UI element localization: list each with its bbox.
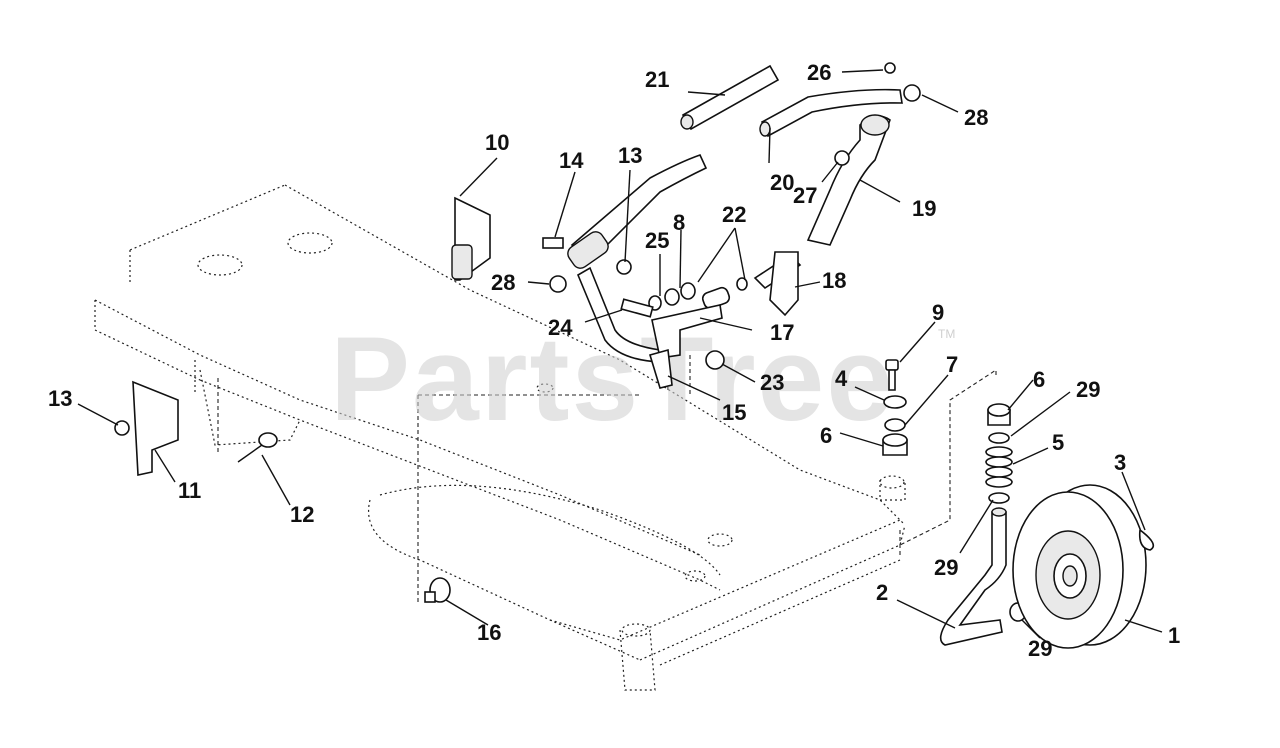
part-29-washer-bottom xyxy=(988,492,1010,504)
callout-28-top: 28 xyxy=(964,105,988,130)
part-11-bracket xyxy=(132,380,179,476)
callout-25: 25 xyxy=(645,228,669,253)
part-14-bolt xyxy=(542,237,564,249)
callout-15: 15 xyxy=(722,400,746,425)
callout-23: 23 xyxy=(760,370,784,395)
callout-17: 17 xyxy=(770,320,794,345)
part-15-plate xyxy=(648,348,673,389)
callout-21: 21 xyxy=(645,67,669,92)
part-10-bracket xyxy=(451,196,491,281)
part-5-spring xyxy=(985,446,1013,488)
part-9-bolt xyxy=(885,359,899,391)
part-28-cap xyxy=(549,275,567,293)
part-12-bolt xyxy=(237,432,278,463)
part-16-fitting xyxy=(424,577,451,603)
part-19-arm xyxy=(806,114,891,246)
part-28-nut xyxy=(903,84,921,102)
part-21-tube xyxy=(680,64,780,131)
part-8-washers xyxy=(648,282,696,311)
callout-14: 14 xyxy=(559,148,584,173)
callout-labels: 1 2 3 4 5 6 6 7 8 9 10 11 12 13 13 14 15… xyxy=(48,60,1180,661)
part-26-screw xyxy=(884,62,896,74)
part-18-bracket xyxy=(753,251,802,317)
part-6-bushing-right xyxy=(987,403,1011,426)
callout-24: 24 xyxy=(548,315,573,340)
callout-22: 22 xyxy=(722,202,746,227)
callout-12: 12 xyxy=(290,502,314,527)
callout-6-left: 6 xyxy=(820,423,832,448)
watermark-tm: TM xyxy=(938,327,955,341)
callout-28-left: 28 xyxy=(491,270,515,295)
part-13-nut-left xyxy=(114,420,130,436)
callout-19: 19 xyxy=(912,196,936,221)
callout-13-top: 13 xyxy=(618,143,642,168)
callout-1: 1 xyxy=(1168,623,1180,648)
callout-13-left: 13 xyxy=(48,386,72,411)
callout-29-mid: 29 xyxy=(934,555,958,580)
part-4-washer xyxy=(883,395,907,409)
callout-29-top: 29 xyxy=(1076,377,1100,402)
callout-5: 5 xyxy=(1052,430,1064,455)
callout-29-bottom: 29 xyxy=(1028,636,1052,661)
part-3-clip xyxy=(1138,529,1155,551)
callout-2: 2 xyxy=(876,580,888,605)
part-22-bushing xyxy=(736,277,748,291)
part-24-bolt xyxy=(620,298,654,318)
callout-4: 4 xyxy=(835,366,848,391)
callout-3: 3 xyxy=(1114,450,1126,475)
part-1-wheel xyxy=(1012,484,1147,649)
callout-18: 18 xyxy=(822,268,846,293)
callout-6-right: 6 xyxy=(1033,367,1045,392)
part-7-washer xyxy=(884,418,906,432)
callout-8: 8 xyxy=(673,210,685,235)
part-23-nut xyxy=(705,350,725,370)
part-13-nut xyxy=(616,259,632,275)
leader-lines xyxy=(77,69,1163,639)
callout-10: 10 xyxy=(485,130,509,155)
mower-deck-frame xyxy=(94,184,906,691)
callout-9: 9 xyxy=(932,300,944,325)
part-27-nut xyxy=(834,150,850,166)
callout-16: 16 xyxy=(477,620,501,645)
callout-27: 27 xyxy=(793,183,817,208)
part-29-washer-top xyxy=(988,432,1010,444)
callout-7: 7 xyxy=(946,352,958,377)
callout-11: 11 xyxy=(178,478,201,503)
callout-26: 26 xyxy=(807,60,831,85)
callout-20: 20 xyxy=(770,170,794,195)
part-6-bushing xyxy=(882,433,908,456)
